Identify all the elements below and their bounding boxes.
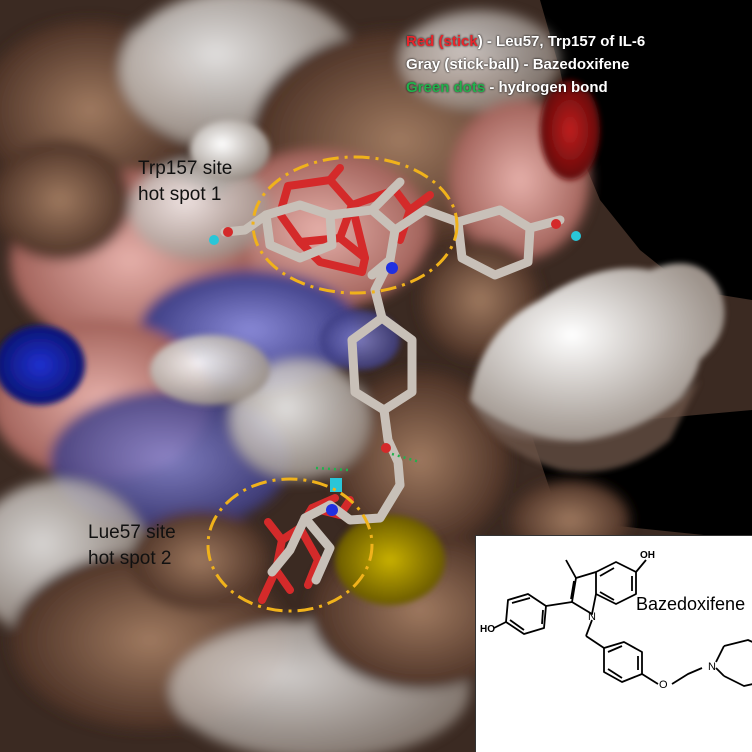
amine-hydrogen xyxy=(330,478,342,492)
ligand-bazedoxifene xyxy=(220,177,565,585)
hydroxyl-hydrogen-right xyxy=(571,231,581,241)
protein-residue-trp157 xyxy=(276,164,434,276)
atom-n-azepane: N xyxy=(708,661,716,673)
structure-diagram: OH HO N O N xyxy=(480,550,752,691)
inset-title: Bazedoxifene xyxy=(636,594,746,614)
hotspot-1-label: Trp157 site hot spot 1 xyxy=(138,158,233,205)
legend-line-gray: Gray (stick-ball) - Bazedoxifene xyxy=(406,56,630,73)
atom-n-indole: N xyxy=(588,611,596,623)
hotspot-2-ring xyxy=(206,477,374,613)
bazedoxifene-structure-inset: OH HO N O N Bazedoxifene xyxy=(475,535,752,752)
atom-oh-top: OH xyxy=(640,550,655,561)
legend-line-red: Red (stick) - Leu57, Trp157 of IL-6 xyxy=(406,33,646,50)
atom-ho-left: HO xyxy=(480,624,495,635)
hotspot-1-ring xyxy=(251,155,459,295)
hydrogen-bonds xyxy=(315,452,421,472)
legend-line-green: Green dots - hydrogen bond xyxy=(406,79,608,96)
atom-o-ether: O xyxy=(659,679,668,691)
hotspot-2-label: Lue57 site hot spot 2 xyxy=(88,522,176,569)
hydroxyl-hydrogen-left xyxy=(209,235,219,245)
legend: Red (stick) - Leu57, Trp157 of IL-6 Gray… xyxy=(406,30,645,99)
